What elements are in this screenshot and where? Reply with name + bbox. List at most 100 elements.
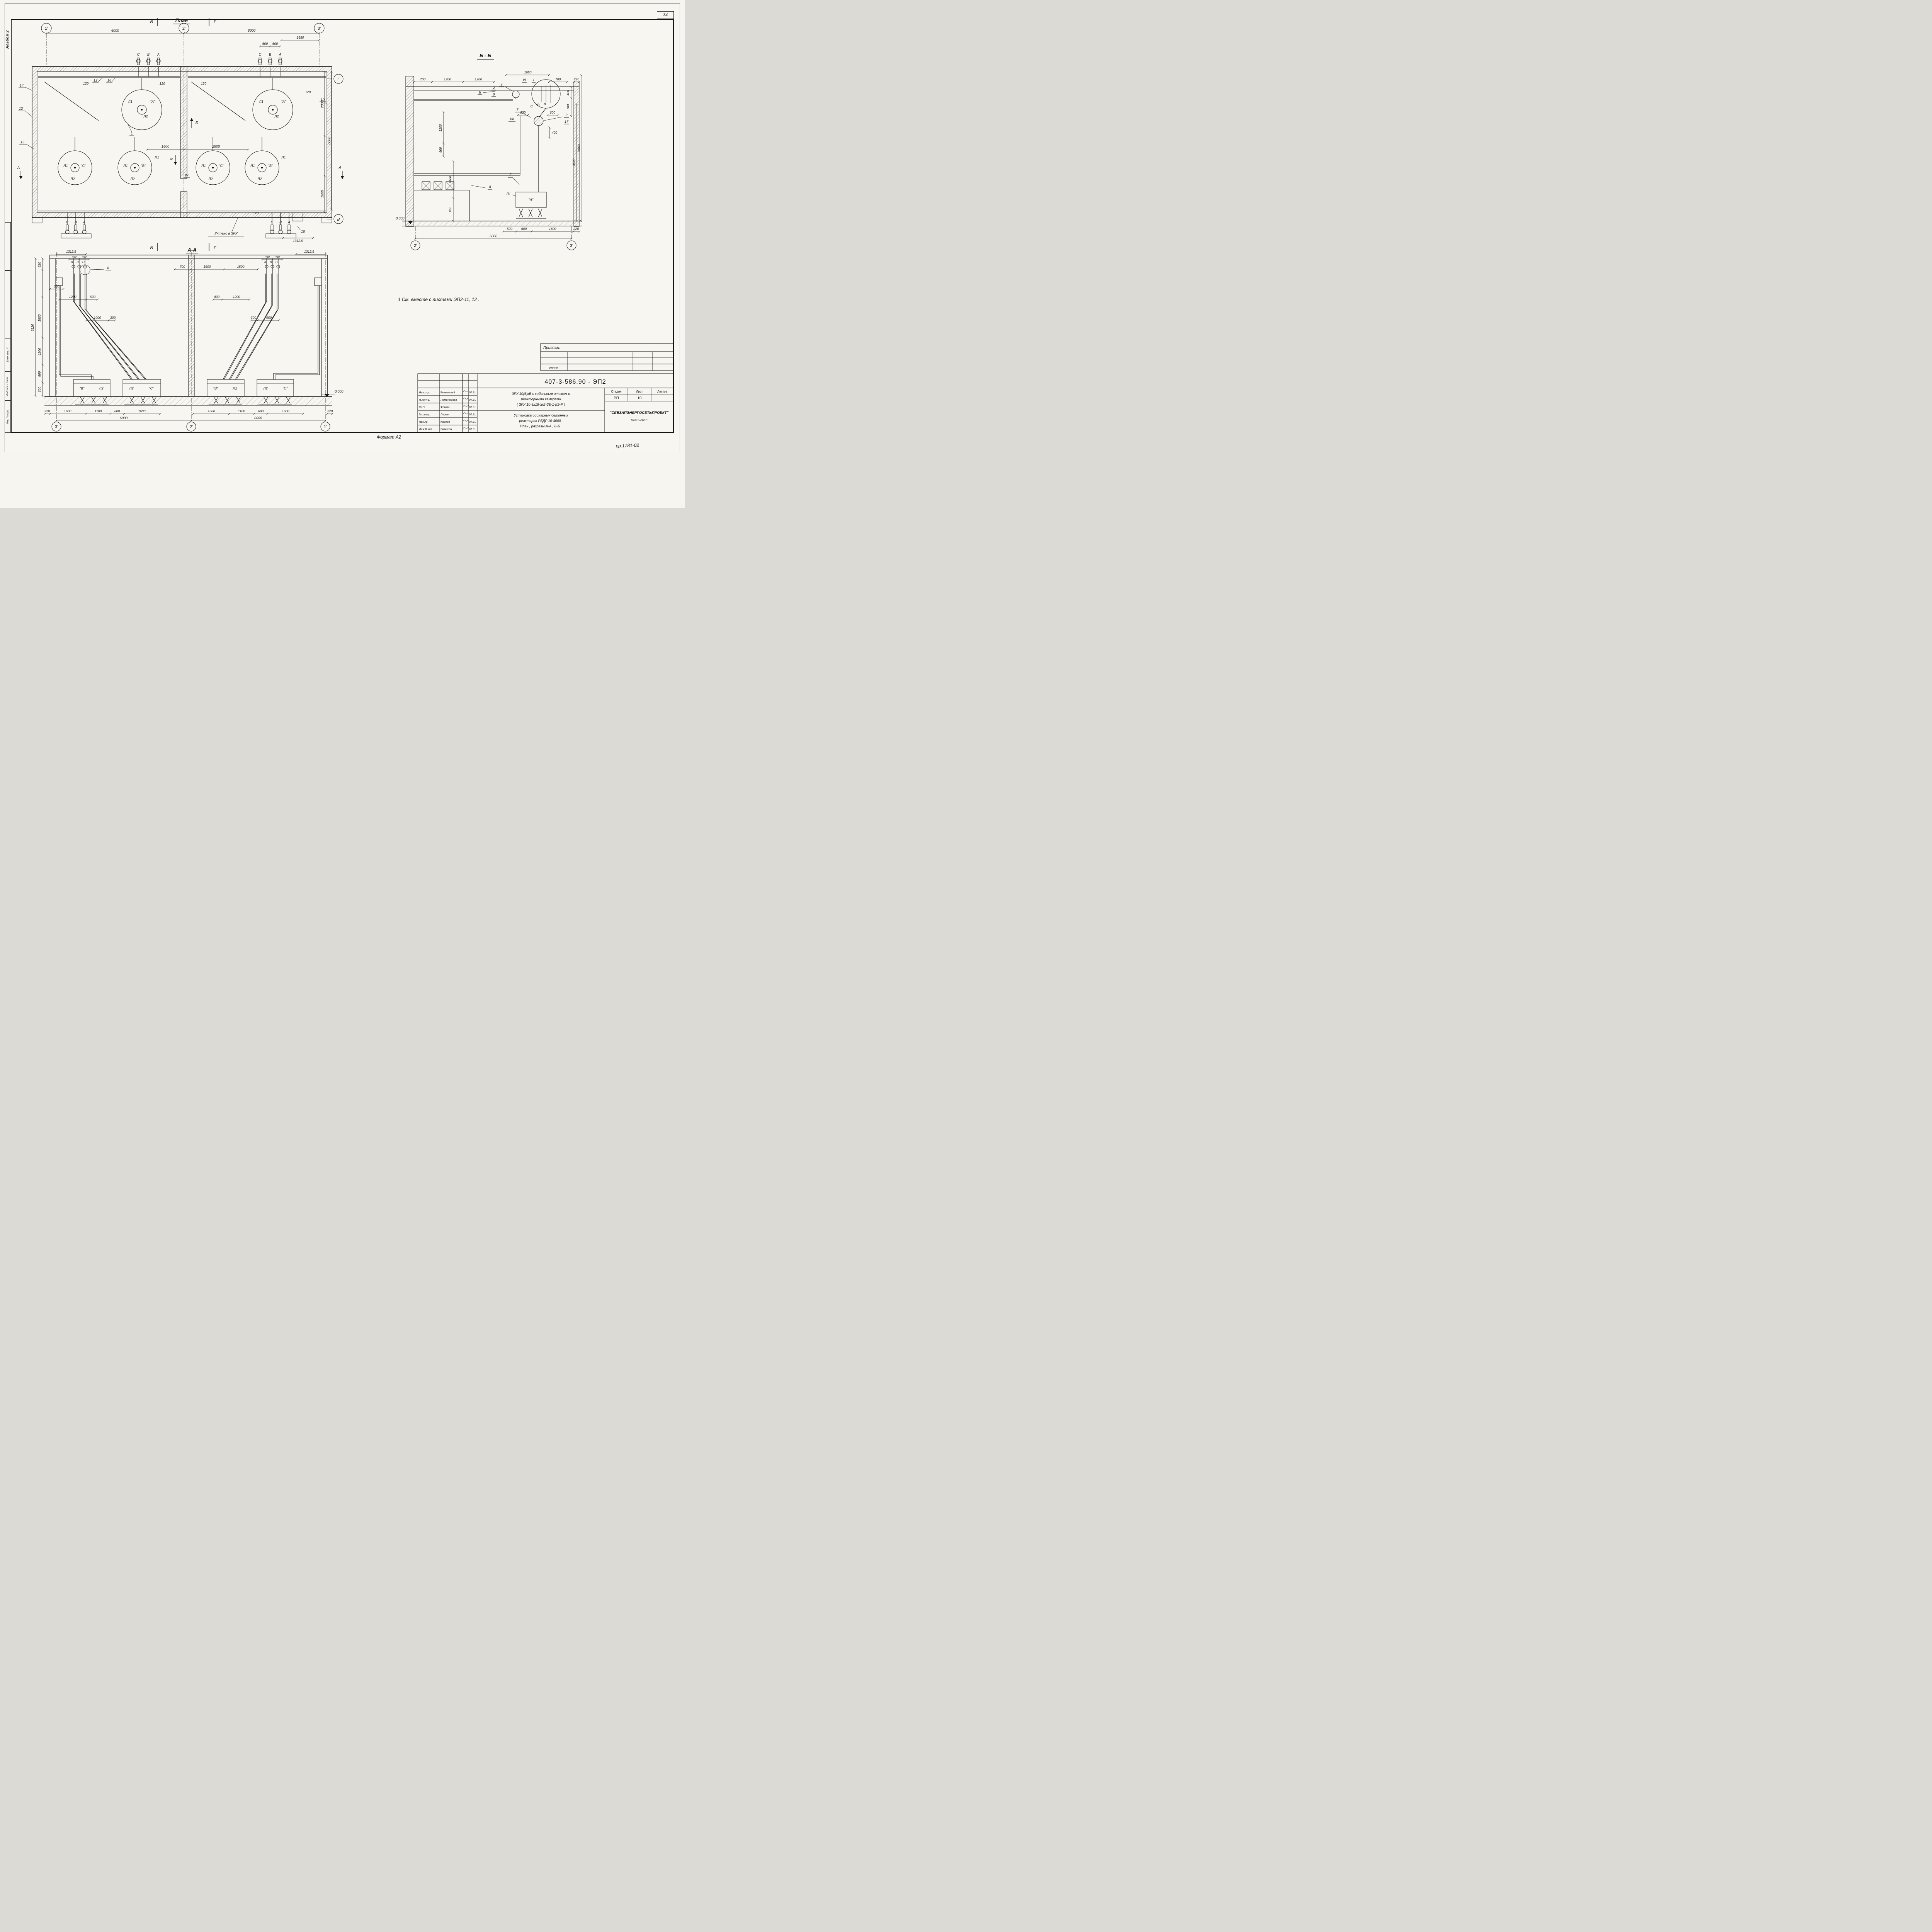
svg-text:Гл.спец.: Гл.спец. (419, 413, 430, 416)
svg-text:120: 120 (305, 90, 311, 94)
svg-text:С: С (271, 220, 274, 224)
svg-text:120: 120 (160, 82, 165, 85)
svg-text:С: С (137, 53, 140, 56)
svg-text:0.000: 0.000 (396, 216, 405, 220)
svg-text:2800: 2800 (212, 145, 220, 148)
svg-text:Г: Г (337, 77, 340, 82)
svg-text:300: 300 (251, 316, 256, 320)
svg-text:В: В (150, 20, 153, 24)
margin-box-empty-2 (5, 270, 11, 338)
svg-text:3: 3 (565, 113, 567, 117)
svg-text:5600: 5600 (577, 144, 581, 151)
svg-text:1: 1 (131, 131, 133, 135)
svg-text:1312,5: 1312,5 (293, 239, 303, 243)
document-code: ср.1781-02 (616, 442, 639, 449)
svg-text:"С": "С" (283, 386, 288, 390)
svg-text:Н.контр.: Н.контр. (419, 398, 430, 401)
svg-text:1600: 1600 (208, 409, 215, 413)
svg-text:6000: 6000 (120, 416, 128, 420)
svg-text:1200: 1200 (37, 348, 41, 355)
svg-text:Л2: Л2 (232, 386, 237, 390)
svg-text:3': 3' (55, 425, 58, 429)
svg-text:1600: 1600 (162, 145, 169, 148)
plan-mid-dimensions: 1600 2800 IV Б Б А А (17, 118, 344, 179)
svg-text:1000: 1000 (94, 316, 101, 320)
svg-text:600: 600 (520, 111, 526, 114)
svg-text:1500: 1500 (237, 265, 245, 269)
plan-view-drawing: 1' 2' 3' 6000 6000 1650 600 600 План В Г… (17, 17, 344, 251)
plan-bushings-bottom: С В А С В А 16 1312,5 Учтено в ЗРУ (61, 218, 314, 243)
svg-text:Нач.отд.: Нач.отд. (419, 391, 430, 394)
plan-busbars (38, 67, 326, 225)
svg-text:Г: Г (214, 20, 216, 24)
svg-text:16: 16 (107, 78, 111, 82)
aa-top-dimensions: 1312,5 450 450 1312,5 450 450 700 1500 1… (49, 250, 327, 290)
svg-text:Л2: Л2 (130, 177, 134, 181)
svg-text:1200: 1200 (69, 295, 77, 299)
svg-text:1200: 1200 (439, 124, 442, 131)
svg-text:1312,5: 1312,5 (304, 250, 314, 253)
svg-text:1500: 1500 (204, 265, 211, 269)
margin-label-inv: Инв. N подл. (6, 409, 9, 424)
svg-text:15: 15 (20, 140, 25, 144)
svg-text:1200: 1200 (444, 77, 451, 81)
organization-name: "СЕВЗАПЭНЕРГОСЕТЬПРОЕКТ" (610, 411, 669, 415)
svg-text:1': 1' (324, 425, 327, 429)
svg-text:Г: Г (214, 246, 216, 250)
svg-text:Л2: Л2 (143, 114, 148, 118)
bb-side-dimensions: 400 700 4500 5600 1200 500 1400 950 (439, 74, 582, 222)
plan-callouts: 14 13 15 12 16 15 1 120 120 120 120 120 (18, 78, 328, 215)
svg-text:"С": "С" (219, 164, 224, 168)
aa-bottom-dimensions: 220 1600 1100 600 1600 1600 1100 600 160… (44, 389, 344, 432)
svg-text:"А": "А" (281, 100, 286, 104)
svg-text:1600: 1600 (282, 409, 289, 413)
svg-text:РП: РП (614, 396, 619, 400)
svg-text:Б: Б (479, 90, 481, 94)
margin-label-vzam: Взам. инв. N (6, 347, 9, 362)
bb-structure (402, 76, 582, 227)
svg-text:1312,5: 1312,5 (66, 250, 76, 253)
svg-text:3': 3' (318, 26, 321, 31)
svg-text:400: 400 (566, 90, 570, 95)
page-number: 34 (657, 11, 674, 19)
section-aa-title: А-А (187, 247, 196, 253)
svg-text:"А": "А" (150, 100, 155, 104)
margin-box-inv (5, 401, 11, 433)
svg-text:В: В (279, 220, 282, 224)
svg-text:12: 12 (94, 78, 97, 82)
svg-text:2: 2 (492, 86, 495, 90)
svg-text:Учтено в ЗРУ: Учтено в ЗРУ (214, 231, 238, 235)
svg-text:Лист: Лист (636, 390, 643, 393)
svg-text:07.91: 07.91 (469, 391, 476, 394)
svg-text:( ЗРУ 10-6х18-ЖБ-3Б-1-КЭ-Р ): ( ЗРУ 10-6х18-ЖБ-3Б-1-КЭ-Р ) (517, 403, 565, 406)
svg-text:IV: IV (185, 173, 189, 177)
bb-top-dimensions: 700 1200 1200 700 220 1650 VI I (413, 70, 580, 83)
margin-box-vzam (5, 338, 11, 372)
svg-text:300: 300 (110, 316, 116, 320)
svg-text:Фомин: Фомин (440, 405, 449, 409)
svg-text:В: В (77, 260, 79, 264)
svg-text:1650: 1650 (297, 36, 304, 39)
svg-text:Карпов: Карпов (440, 420, 450, 423)
svg-text:Л1: Л1 (123, 164, 128, 168)
svg-text:"С": "С" (81, 164, 87, 168)
svg-text:I: I (533, 78, 534, 82)
svg-text:4: 4 (500, 83, 502, 87)
margin-label-podpis: Подпись и дата (6, 376, 9, 396)
svg-text:9: 9 (493, 92, 495, 96)
bb-bottom-dimensions: 0.000 500 600 1600 220 6000 2' 3' (396, 216, 580, 250)
svg-text:Установка одинарных бетонных: Установка одинарных бетонных (514, 413, 568, 417)
section-aa-drawing: А-А А В С А В С II "В" Л2 Л2 "С" "В" Л2 … (31, 247, 344, 432)
svg-text:0.000: 0.000 (335, 389, 344, 393)
svg-text:А: А (17, 166, 20, 170)
svg-text:Б: Б (196, 121, 198, 125)
svg-text:07.91: 07.91 (469, 413, 476, 416)
svg-text:А: А (157, 53, 160, 56)
svg-text:В: В (269, 53, 271, 56)
svg-text:План , разрезы А-А , Б-Б .: План , разрезы А-А , Б-Б . (520, 424, 562, 428)
drawing-frame (11, 19, 674, 433)
svg-text:С: С (66, 220, 69, 224)
svg-text:13: 13 (19, 107, 23, 111)
scanned-drawing-sheet: { "page": { "album": "Альбом 2", "sheet_… (0, 0, 685, 508)
svg-text:120: 120 (253, 211, 259, 215)
